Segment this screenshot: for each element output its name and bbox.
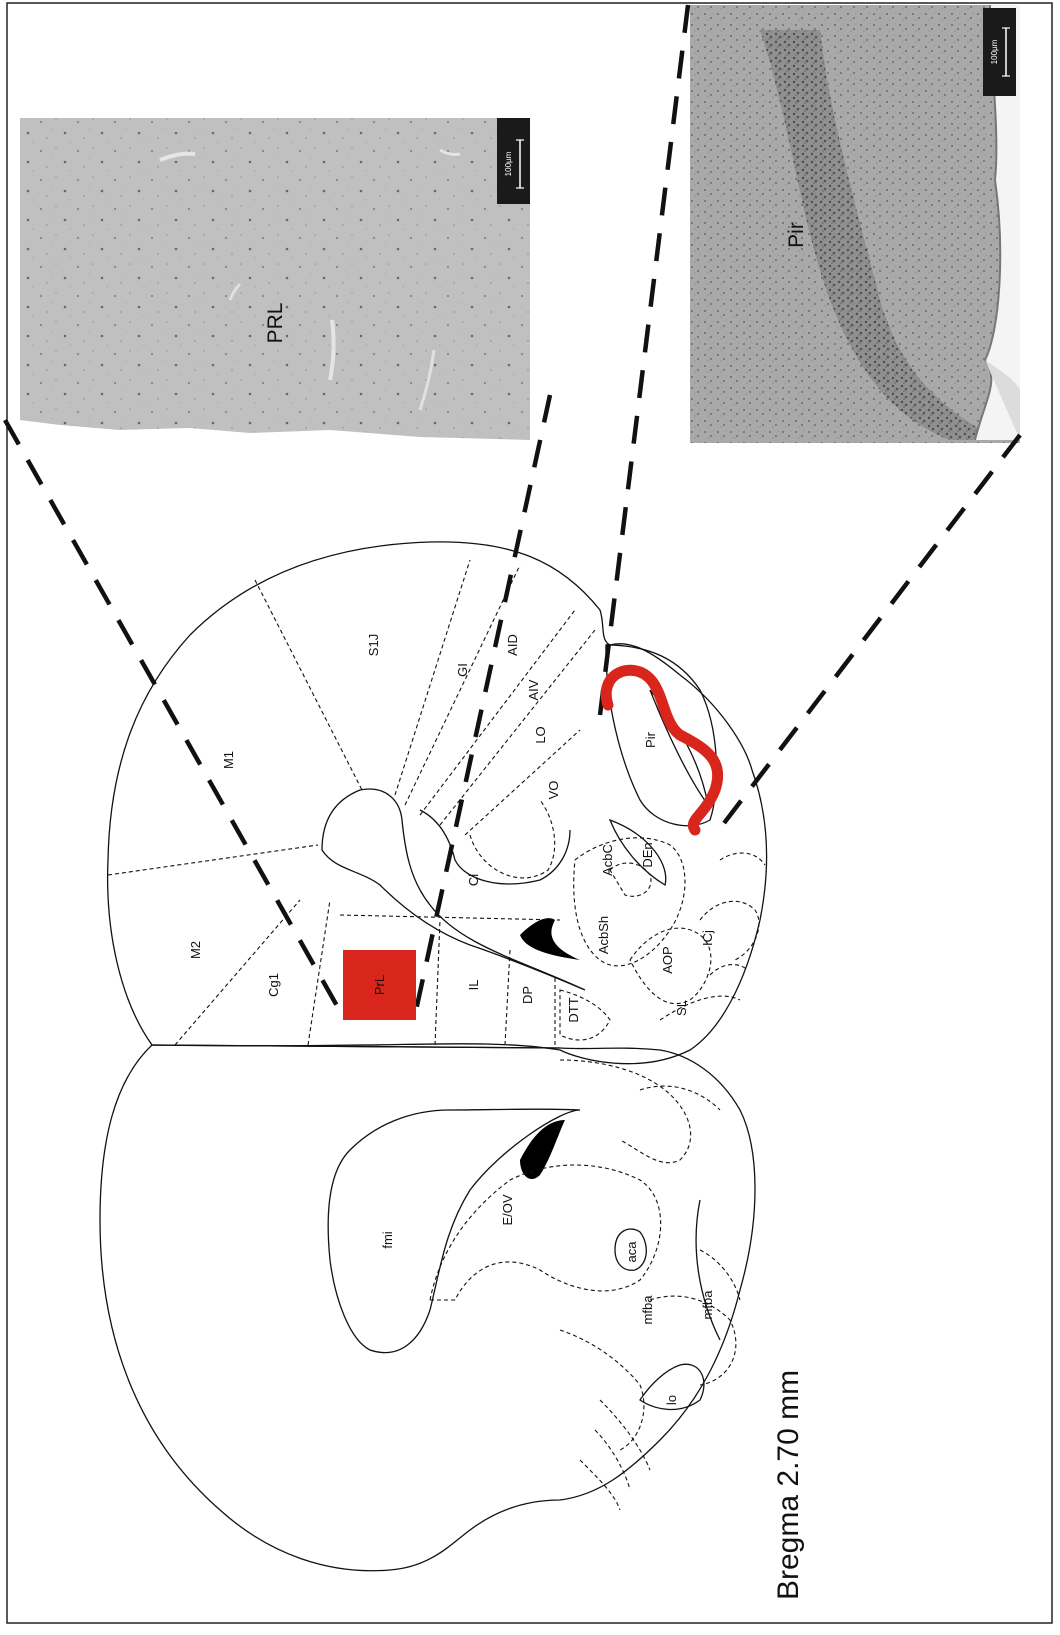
label-aop: AOP — [660, 946, 675, 973]
label-cg1: Cg1 — [266, 973, 281, 997]
caption-bregma: Bregma 2.70 mm — [772, 1370, 805, 1600]
label-aiv: AIV — [526, 679, 541, 700]
label-lo-tract: lo — [664, 1395, 679, 1405]
label-vo: VO — [546, 781, 561, 800]
micrograph-prl-label: PRL — [264, 303, 287, 344]
label-aid: AID — [505, 634, 520, 656]
label-pir: Pir — [643, 731, 658, 748]
label-il: IL — [466, 980, 481, 991]
scale-bar-pir-label: 100µm — [990, 39, 999, 64]
label-m2: M2 — [188, 941, 203, 959]
label-prl: PrL — [372, 975, 387, 995]
label-mfba-2: mfba — [700, 1290, 715, 1320]
label-den: DEn — [640, 842, 655, 867]
scale-bar-pir: 100µm — [983, 8, 1016, 96]
micrograph-pir — [690, 5, 1020, 443]
label-s1j: S1J — [366, 634, 381, 656]
label-cl: Cl — [466, 874, 481, 886]
label-acbsh: AcbSh — [596, 916, 611, 954]
label-dp: DP — [520, 986, 535, 1004]
scale-bar-prl-label: 100µm — [504, 151, 513, 176]
micrograph-pir-label: Pir — [785, 222, 808, 248]
label-icj: ICj — [700, 930, 715, 946]
label-gi: GI — [455, 663, 470, 677]
label-sl: SL — [674, 1000, 689, 1016]
label-dtt: DTT — [566, 997, 581, 1022]
label-acbc: AcbC — [600, 844, 615, 876]
micrograph-prl — [20, 118, 530, 450]
label-m1: M1 — [221, 751, 236, 769]
label-eov: E/OV — [500, 1194, 515, 1225]
label-lo: LO — [533, 726, 548, 743]
label-fmi: fmi — [380, 1231, 395, 1248]
label-mfba-1: mfba — [640, 1295, 655, 1325]
label-aca: aca — [624, 1241, 639, 1263]
scale-bar-prl: 100µm — [497, 118, 530, 204]
